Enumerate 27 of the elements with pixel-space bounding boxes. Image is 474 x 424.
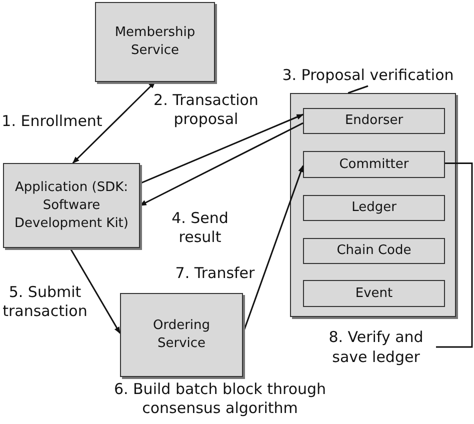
box-label: Endorser bbox=[344, 112, 404, 130]
box-label: Event bbox=[355, 284, 393, 302]
process-box bbox=[3, 163, 140, 248]
arrow bbox=[140, 114, 304, 184]
annotation-text: 8. Verify and save ledger bbox=[328, 327, 424, 367]
box-label: Ledger bbox=[352, 199, 396, 217]
box-label: Ordering Service bbox=[152, 317, 212, 353]
box-label: Membership Service bbox=[114, 24, 196, 60]
arrow bbox=[69, 248, 121, 334]
process-box bbox=[95, 2, 215, 82]
caption-text: 6. Build batch block through consensus algorithm bbox=[112, 380, 328, 418]
box-label: Application (SDK: Software Development Kit) bbox=[14, 178, 130, 232]
connector-line bbox=[348, 85, 368, 94]
component-box bbox=[303, 238, 445, 264]
process-box bbox=[120, 293, 243, 377]
box-label: Committer bbox=[339, 156, 409, 174]
edge-label: 2. Transaction proposal bbox=[152, 91, 260, 129]
annotation-text: 3. Proposal verification bbox=[282, 65, 454, 85]
box-label: Chain Code bbox=[336, 242, 412, 260]
arrow bbox=[72, 81, 156, 164]
component-box bbox=[303, 195, 445, 221]
arrow bbox=[139, 122, 304, 206]
component-box bbox=[303, 151, 445, 178]
connector-line bbox=[436, 162, 473, 348]
component-box bbox=[303, 108, 445, 134]
component-box bbox=[303, 280, 445, 307]
container-box bbox=[290, 93, 456, 317]
